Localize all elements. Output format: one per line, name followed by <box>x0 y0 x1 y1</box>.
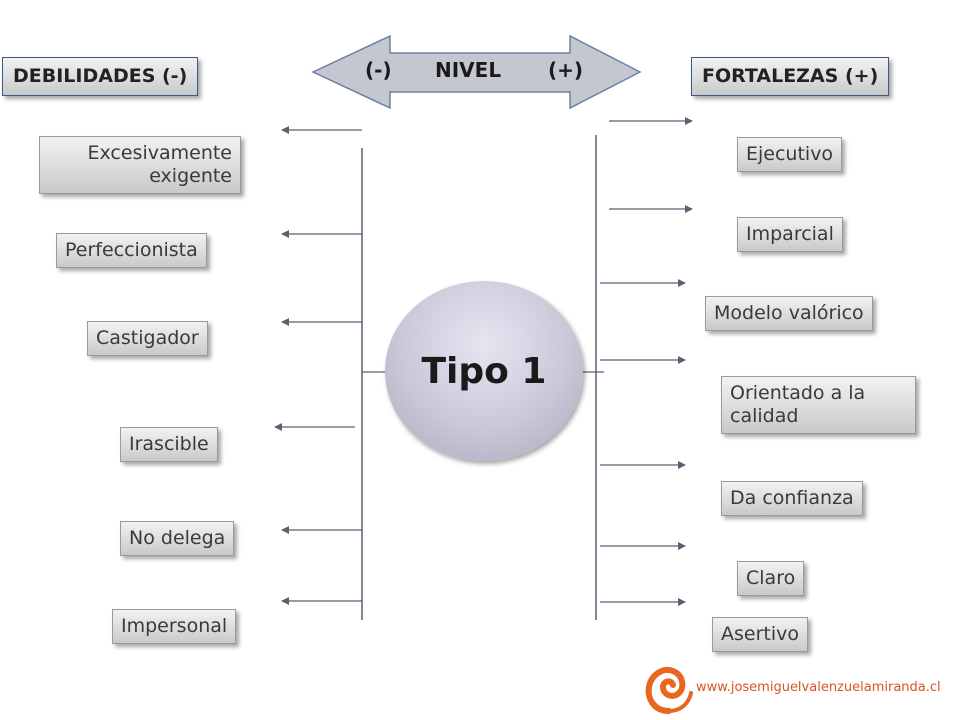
center-circle: Tipo 1 <box>385 281 583 461</box>
weakness-box: Irascible <box>120 427 218 462</box>
nivel-minus: (-) <box>365 58 392 82</box>
strength-box: Claro <box>737 561 805 596</box>
fortalezas-header: FORTALEZAS (+) <box>691 57 890 96</box>
spiral-logo-icon <box>645 667 693 714</box>
nivel-label: NIVEL <box>435 58 502 82</box>
strength-box: Modelo valórico <box>705 296 873 331</box>
strength-box: Ejecutivo <box>737 137 843 172</box>
weakness-box: Perfeccionista <box>56 233 207 268</box>
footer-url: www.josemiguelvalenzuelamiranda.cl <box>696 680 941 695</box>
nivel-plus: (+) <box>548 58 584 82</box>
debilidades-header: DEBILIDADES (-) <box>2 57 199 96</box>
strength-box: Imparcial <box>737 217 843 252</box>
nivel-double-arrow <box>311 34 642 110</box>
weakness-box: Castigador <box>87 321 208 356</box>
strength-box: Asertivo <box>712 617 808 652</box>
weakness-box: No delega <box>120 521 235 556</box>
weakness-box: Excesivamente exigente <box>39 136 241 194</box>
strength-box: Da confianza <box>721 481 863 516</box>
weakness-box: Impersonal <box>112 609 237 644</box>
center-label: Tipo 1 <box>421 350 547 392</box>
strength-box: Orientado a la calidad <box>721 376 916 434</box>
